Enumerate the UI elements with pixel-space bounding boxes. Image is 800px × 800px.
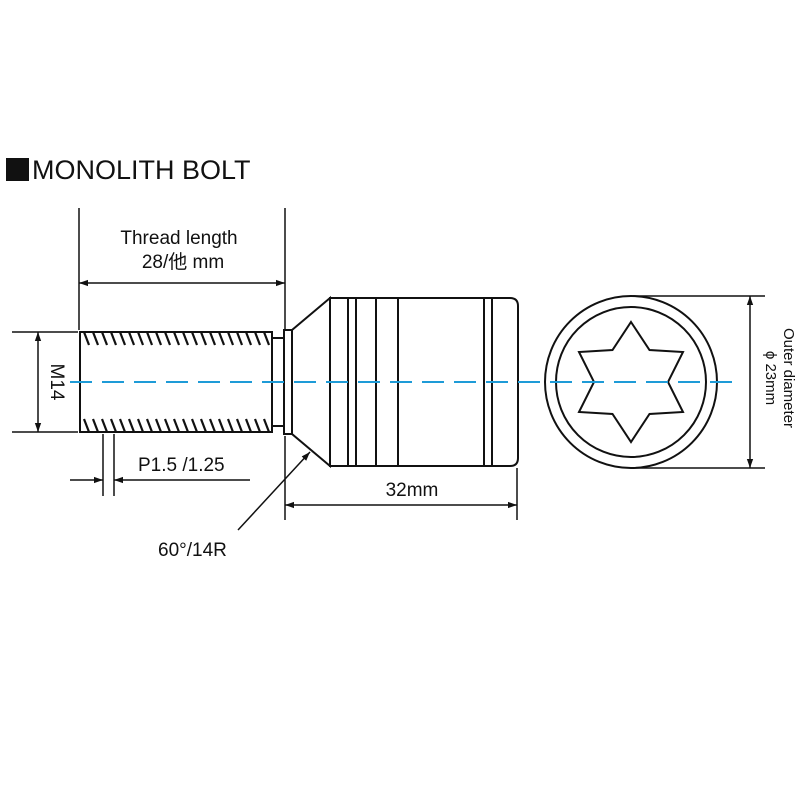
seat-label: 60°/14R <box>158 540 227 561</box>
thread-length-dimension <box>78 208 286 330</box>
title-square-icon <box>6 158 29 181</box>
pitch-label: P1.5 /1.25 <box>138 455 225 476</box>
page-title: MONOLITH BOLT <box>32 155 251 185</box>
thread-length-label: Thread length <box>120 228 237 249</box>
thread-lines <box>82 331 271 433</box>
seat-leader <box>237 451 311 531</box>
thread-size-dimension <box>12 331 78 433</box>
outer-diameter-label: Outer diameter <box>780 328 797 428</box>
outer-diameter-dimension <box>633 295 765 469</box>
head-length-label: 32mm <box>386 480 439 501</box>
pitch-dimension <box>70 434 250 496</box>
outer-diameter-value: ϕ 23mm <box>762 351 779 405</box>
thread-length-value: 28/他 mm <box>142 251 224 273</box>
thread-size-label: M14 <box>46 364 67 401</box>
